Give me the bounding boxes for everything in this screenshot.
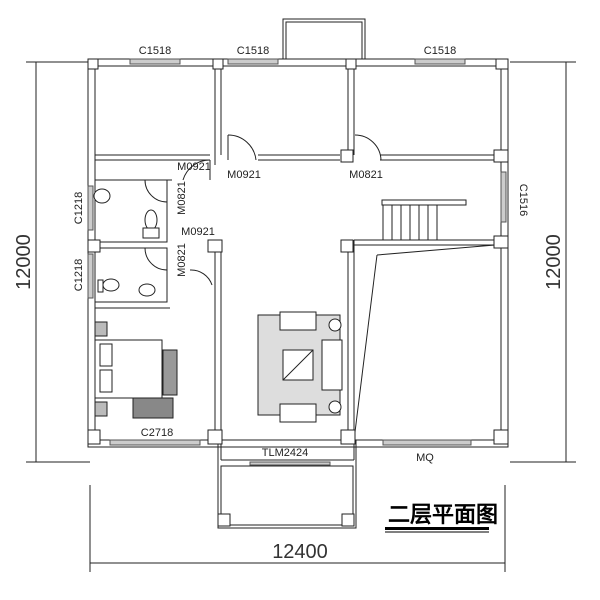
window-label-top-left: C1518 <box>139 45 171 57</box>
window-label-top-middle: C1518 <box>237 45 269 57</box>
dimension-left <box>26 61 90 463</box>
door-label-bedroom-lower: M0921 <box>181 226 215 238</box>
window-glazing <box>87 58 507 466</box>
living-furniture <box>257 311 343 423</box>
walls <box>87 18 509 529</box>
staircase <box>381 199 467 240</box>
door-label-living: TLM2424 <box>262 447 308 459</box>
door-label-bath-lower: M0821 <box>176 243 188 277</box>
door-label-bath-upper: M0821 <box>176 181 188 215</box>
bathroom-fixtures <box>93 188 160 297</box>
window-label-bedroom: C2718 <box>141 427 173 439</box>
window-label-top-right: C1518 <box>424 45 456 57</box>
dim-height-right: 12000 <box>543 234 565 290</box>
title-underline <box>385 527 489 530</box>
door-label-middle-bedroom: M0921 <box>227 169 261 181</box>
columns <box>87 58 509 527</box>
window-label-bath-upper: C1218 <box>73 192 85 224</box>
window-label-bath-lower: C1218 <box>73 259 85 291</box>
bed <box>94 321 178 419</box>
dimension-right <box>510 61 576 463</box>
door-swings <box>144 134 382 286</box>
dimension-bottom <box>89 485 506 572</box>
dim-height-left: 12000 <box>13 234 35 290</box>
dim-width: 12400 <box>272 541 328 563</box>
drawing-title: 二层平面图 <box>388 503 498 528</box>
wall-label-mq: MQ <box>416 452 434 464</box>
door-label-left-bedroom: M0921 <box>177 161 211 173</box>
window-label-stair: C1516 <box>517 184 529 216</box>
door-label-right-bedroom: M0821 <box>349 169 383 181</box>
